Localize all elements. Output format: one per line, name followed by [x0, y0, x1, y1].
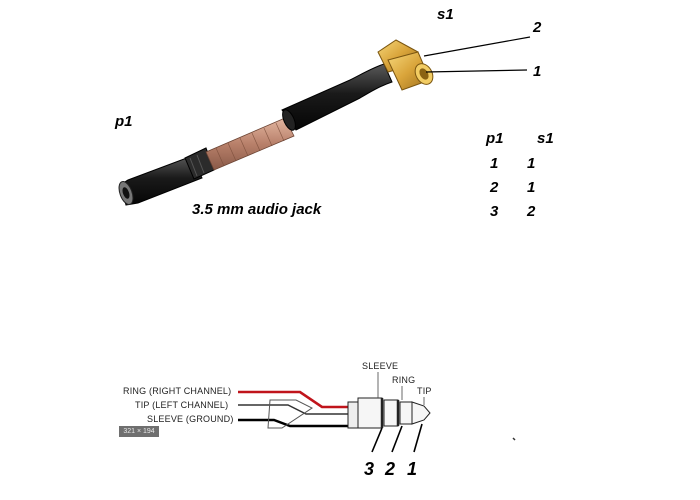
jack-p1-label: p1	[115, 113, 133, 130]
pin-1-leader	[425, 69, 528, 73]
size-watermark: 321 × 194	[119, 426, 159, 437]
pin-2-leader	[423, 36, 531, 57]
contact-number-1: 1	[407, 459, 418, 479]
ring-wire	[238, 390, 350, 409]
contact-number-2: 2	[385, 459, 396, 479]
sleeve-wire	[238, 418, 350, 428]
connector-s1-label: s1	[437, 6, 454, 23]
table-cell: 1	[527, 155, 536, 172]
tip-wire	[238, 404, 350, 415]
heatshrink	[281, 63, 393, 131]
pin-1-label: 1	[533, 63, 542, 80]
smb-connector	[377, 39, 434, 91]
table-header-s1: s1	[537, 130, 554, 147]
wiring-diagram	[238, 372, 516, 453]
table-cell: 3	[490, 203, 499, 220]
ring-channel-label: RING (RIGHT CHANNEL)	[123, 386, 232, 396]
plug-tip-label: TIP	[417, 386, 432, 396]
sleeve-ground-label: SLEEVE (GROUND)	[147, 414, 234, 424]
jack-caption: 3.5 mm audio jack	[192, 201, 322, 218]
audio-jack	[118, 147, 215, 206]
table-cell: 2	[527, 203, 536, 220]
pin-2-label: 2	[533, 19, 542, 36]
table-cell: 1	[490, 155, 499, 172]
contact-number-3: 3	[364, 459, 375, 479]
plug-sleeve-label: SLEEVE	[362, 361, 399, 371]
tip-channel-label: TIP (LEFT CHANNEL)	[135, 400, 229, 410]
braided-cable	[205, 117, 295, 171]
plug-ring-label: RING	[392, 375, 416, 385]
table-cell: 2	[490, 179, 499, 196]
table-cell: 1	[527, 179, 536, 196]
table-header-p1: p1	[486, 130, 504, 147]
